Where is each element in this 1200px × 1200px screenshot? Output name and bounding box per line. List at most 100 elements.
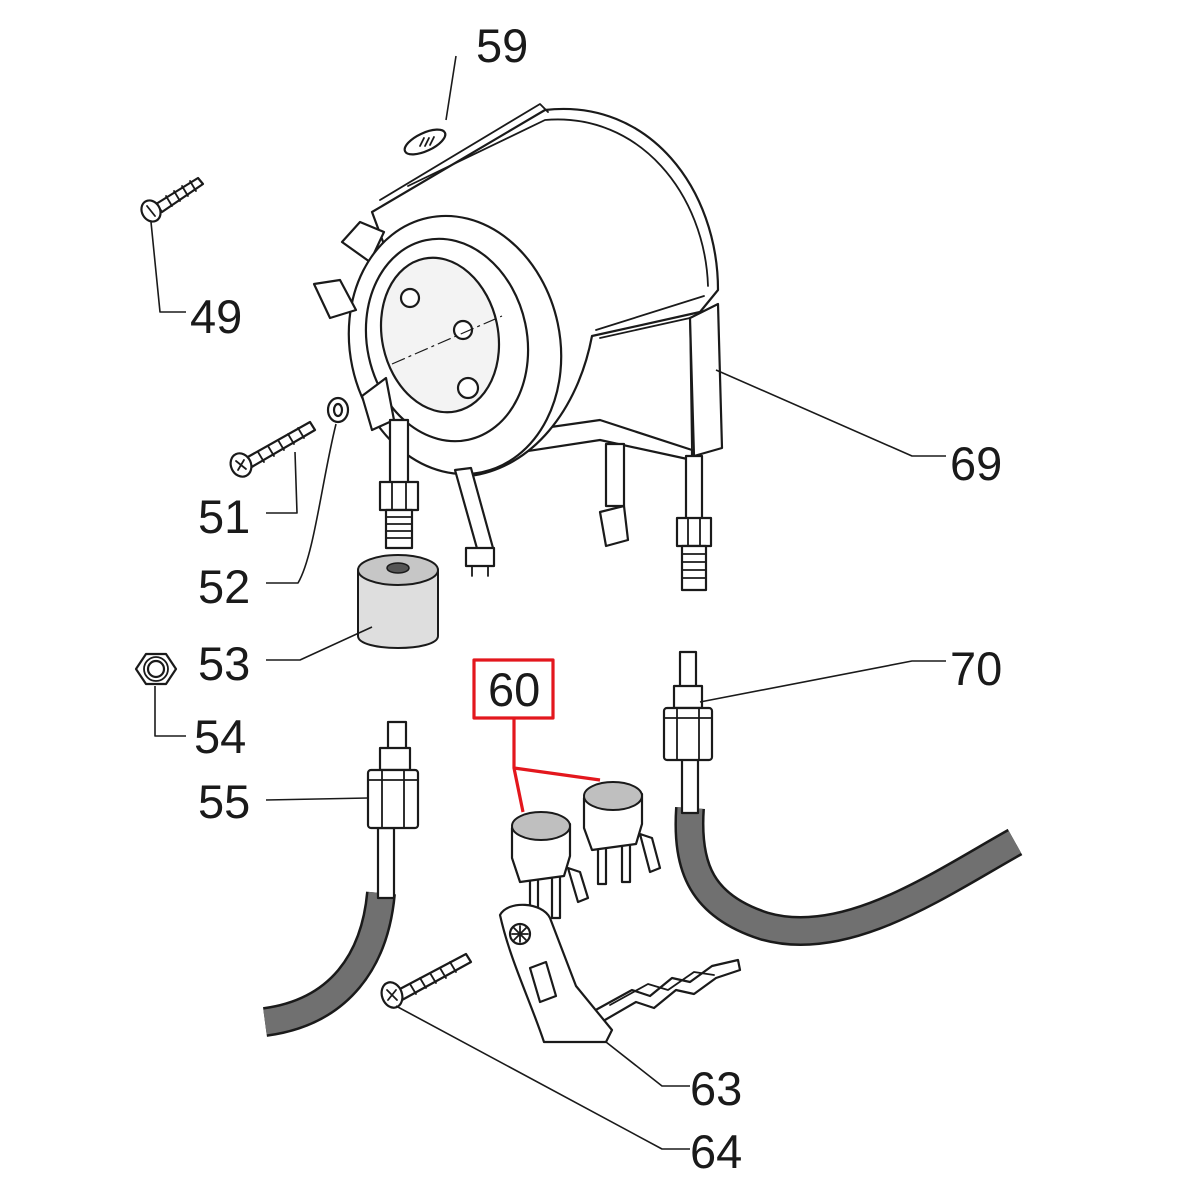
tube-70-hex-nut — [662, 706, 714, 762]
boiler-hole-center — [452, 319, 474, 341]
thermostat-left — [510, 811, 590, 920]
leader-53 — [266, 626, 373, 661]
thermostat-left-cap — [511, 811, 571, 841]
washer-hole — [332, 402, 344, 418]
boiler-right-fitting-facets — [687, 517, 701, 547]
screw-64-threads — [409, 961, 457, 995]
screw-64-shaft — [396, 952, 473, 1002]
boiler-center-connector-tabs — [471, 565, 489, 577]
part-54-nut — [134, 652, 178, 686]
part-70-tube — [662, 650, 1023, 946]
screw-51-threads — [257, 427, 305, 463]
nut-hole — [146, 659, 166, 679]
bracket-slot — [528, 960, 558, 1004]
boiler-right-terminal-post — [604, 442, 626, 508]
part-51-screw — [229, 420, 317, 478]
tube-55-pipe — [376, 826, 396, 900]
thermostat-right — [582, 781, 662, 886]
tube-70-hose — [676, 807, 1022, 944]
highlight-60: 60 — [472, 658, 601, 813]
label-54: 54 — [194, 710, 246, 763]
highlight-leader — [512, 718, 601, 813]
tube-55-hose — [263, 891, 394, 1035]
part-49-screw — [140, 176, 205, 223]
spacer-body — [357, 569, 439, 649]
leader-51 — [266, 451, 298, 514]
leader-54 — [154, 686, 186, 737]
label-70: 70 — [950, 642, 1002, 695]
boiler-right-thread-lines — [681, 553, 707, 579]
leader-52 — [266, 423, 337, 584]
boiler-axis-line — [391, 315, 503, 365]
part-60-thermostats — [510, 781, 662, 920]
tube-70-pipe — [680, 756, 700, 815]
leader-lines — [150, 55, 946, 1150]
boiler-drum-rim — [379, 103, 709, 287]
label-51: 51 — [198, 490, 250, 543]
label-63: 63 — [690, 1062, 742, 1115]
boiler-center-connector — [464, 546, 496, 568]
boiler-hole-bottom — [456, 376, 480, 400]
part-64-screw — [380, 952, 473, 1009]
part-69-boiler — [312, 103, 724, 592]
tube-70-sleeve — [672, 684, 704, 710]
boiler-right-pipe — [684, 454, 704, 522]
screw-49-shaft — [154, 176, 205, 214]
boiler-right-bracket — [688, 302, 724, 458]
bracket-clip-fold — [609, 971, 715, 1006]
label-59: 59 — [476, 19, 528, 72]
leader-59 — [445, 55, 457, 121]
screw-51-cross — [235, 459, 247, 471]
thermostat-right-legs — [596, 832, 662, 886]
bracket-spring-clip — [590, 958, 742, 1026]
label-plate — [403, 128, 447, 156]
part-55-tube — [262, 720, 420, 1037]
label-69: 69 — [950, 437, 1002, 490]
label-53: 53 — [198, 637, 250, 690]
label-49: 49 — [190, 290, 242, 343]
nut-chamfer — [143, 656, 169, 682]
part-59-label-plate — [403, 128, 447, 156]
screw-49-threads — [165, 180, 197, 207]
part-53-spacer — [357, 554, 439, 649]
tube-55-hex-nut — [366, 768, 420, 830]
tube-70-hex-facets — [663, 707, 713, 761]
label-55: 55 — [198, 775, 250, 828]
leader-64 — [395, 1005, 690, 1150]
leader-63 — [605, 1041, 690, 1087]
boiler-hole-top — [399, 287, 421, 309]
boiler-top-clip — [340, 220, 386, 264]
screw-64-cross — [386, 989, 398, 1001]
thermostat-right-cap — [583, 781, 643, 811]
leader-49 — [150, 221, 186, 313]
leader-70 — [699, 660, 946, 703]
leader-69 — [715, 369, 946, 457]
tube-55-sleeve — [378, 746, 412, 772]
label-64: 64 — [690, 1125, 742, 1178]
part-63-bracket — [498, 903, 742, 1044]
label-52: 52 — [198, 560, 250, 613]
boiler-left-fitting-facets — [391, 481, 407, 511]
leader-55 — [265, 797, 369, 801]
bracket-screw-teeth — [511, 925, 529, 943]
label-plate-marks — [419, 136, 435, 147]
spacer-hole — [386, 562, 410, 574]
boiler-terminal-upper — [312, 278, 358, 320]
boiler-drum-seam — [595, 295, 705, 331]
boiler-left-pipe — [388, 418, 410, 486]
callout-labels: 59 49 69 51 52 53 54 70 55 63 64 — [190, 19, 1002, 1178]
tube-55-tip — [386, 720, 408, 752]
part-52-washer — [326, 396, 350, 424]
boiler-center-terminal — [453, 466, 495, 554]
boiler-left-thread-lines — [385, 516, 413, 539]
boiler-right-terminal-tab — [598, 504, 630, 548]
boiler-right-fitting — [675, 516, 713, 548]
boiler-left-thread — [384, 508, 414, 550]
tube-55-hex-facets — [367, 769, 419, 829]
boiler-left-fitting — [378, 480, 420, 512]
label-60: 60 — [488, 663, 540, 716]
boiler-right-thread — [680, 544, 708, 592]
screw-49-slot — [146, 205, 156, 217]
boiler-right-bracket-edge — [599, 317, 693, 456]
